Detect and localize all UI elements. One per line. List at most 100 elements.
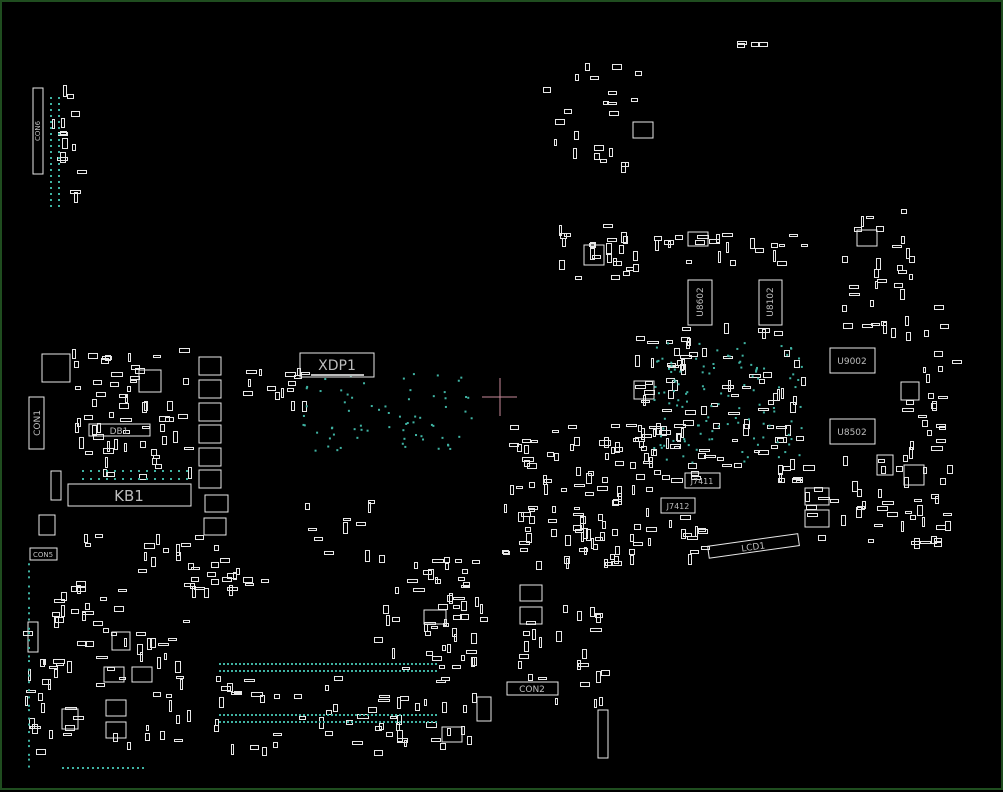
component[interactable] <box>697 235 709 239</box>
component[interactable] <box>602 521 606 529</box>
component-con2[interactable]: CON2 <box>506 681 559 696</box>
component[interactable] <box>352 741 363 745</box>
component[interactable] <box>691 476 701 480</box>
component[interactable] <box>102 356 112 360</box>
component[interactable] <box>604 559 608 568</box>
component[interactable] <box>611 424 620 428</box>
component[interactable] <box>923 367 926 373</box>
component[interactable] <box>517 444 522 452</box>
component[interactable] <box>685 410 696 415</box>
component[interactable] <box>261 579 269 583</box>
component[interactable] <box>139 474 147 480</box>
component[interactable] <box>461 726 465 735</box>
component[interactable] <box>79 437 84 449</box>
component[interactable] <box>131 666 153 683</box>
component[interactable] <box>596 614 601 623</box>
component[interactable] <box>75 423 79 433</box>
component[interactable] <box>426 651 433 656</box>
component[interactable] <box>294 694 302 699</box>
component[interactable] <box>184 447 194 450</box>
component[interactable] <box>803 465 815 471</box>
component[interactable] <box>626 267 634 271</box>
component[interactable] <box>153 355 161 358</box>
component[interactable] <box>585 492 594 496</box>
component[interactable] <box>775 437 787 443</box>
component[interactable] <box>198 424 222 444</box>
component[interactable] <box>119 403 129 409</box>
component[interactable] <box>402 667 410 670</box>
component[interactable] <box>461 655 465 661</box>
component[interactable] <box>730 260 736 266</box>
component[interactable] <box>523 631 530 636</box>
component[interactable] <box>699 449 710 452</box>
component[interactable] <box>892 245 902 248</box>
component[interactable] <box>71 111 80 117</box>
component[interactable] <box>142 426 150 429</box>
component[interactable] <box>601 670 610 676</box>
component[interactable] <box>686 260 692 264</box>
component[interactable] <box>623 236 628 244</box>
component[interactable] <box>168 638 177 641</box>
component[interactable] <box>395 587 399 594</box>
component[interactable] <box>55 617 64 623</box>
component[interactable] <box>538 677 547 680</box>
component[interactable] <box>577 660 581 670</box>
component[interactable] <box>932 401 937 411</box>
component[interactable] <box>790 459 795 470</box>
component[interactable] <box>548 519 557 523</box>
component[interactable] <box>191 567 200 570</box>
component[interactable] <box>85 603 90 610</box>
component[interactable] <box>529 482 535 488</box>
component[interactable] <box>565 535 571 546</box>
component[interactable] <box>262 747 267 756</box>
component[interactable] <box>82 611 94 615</box>
component[interactable] <box>603 224 613 228</box>
component[interactable] <box>939 426 946 430</box>
component[interactable] <box>299 716 306 720</box>
component[interactable] <box>138 569 147 573</box>
component[interactable] <box>790 402 796 413</box>
component[interactable] <box>454 634 457 642</box>
component[interactable] <box>526 621 536 625</box>
component[interactable] <box>547 452 554 457</box>
component[interactable] <box>687 536 698 540</box>
component[interactable] <box>155 464 162 469</box>
component[interactable] <box>564 556 570 564</box>
component[interactable] <box>379 555 385 563</box>
component[interactable] <box>120 418 132 422</box>
component[interactable] <box>876 226 884 232</box>
component[interactable] <box>649 426 661 429</box>
component[interactable] <box>461 601 467 611</box>
component[interactable] <box>794 360 800 368</box>
component[interactable] <box>216 676 221 682</box>
component[interactable] <box>504 504 507 513</box>
component[interactable] <box>518 661 522 669</box>
component[interactable] <box>910 441 914 450</box>
component[interactable] <box>805 492 810 502</box>
component[interactable] <box>221 686 231 691</box>
component[interactable] <box>77 170 87 174</box>
component[interactable] <box>204 494 229 513</box>
component[interactable] <box>936 439 946 443</box>
component[interactable] <box>595 613 603 618</box>
component[interactable] <box>779 244 785 247</box>
component[interactable] <box>917 505 923 516</box>
component[interactable] <box>716 234 720 243</box>
component[interactable] <box>73 716 84 720</box>
component[interactable] <box>181 543 191 547</box>
component[interactable] <box>439 665 445 669</box>
component[interactable] <box>314 537 323 541</box>
component[interactable] <box>590 248 595 260</box>
component[interactable] <box>931 536 937 544</box>
component[interactable] <box>552 506 556 513</box>
component[interactable] <box>594 153 600 160</box>
component[interactable] <box>615 546 620 555</box>
component[interactable] <box>668 365 679 368</box>
component[interactable] <box>413 588 425 592</box>
component-con6[interactable]: CON6 <box>32 87 44 175</box>
component[interactable] <box>804 487 830 506</box>
component[interactable] <box>771 445 778 449</box>
component[interactable] <box>600 159 607 163</box>
component[interactable] <box>852 481 858 492</box>
component[interactable] <box>532 629 536 640</box>
